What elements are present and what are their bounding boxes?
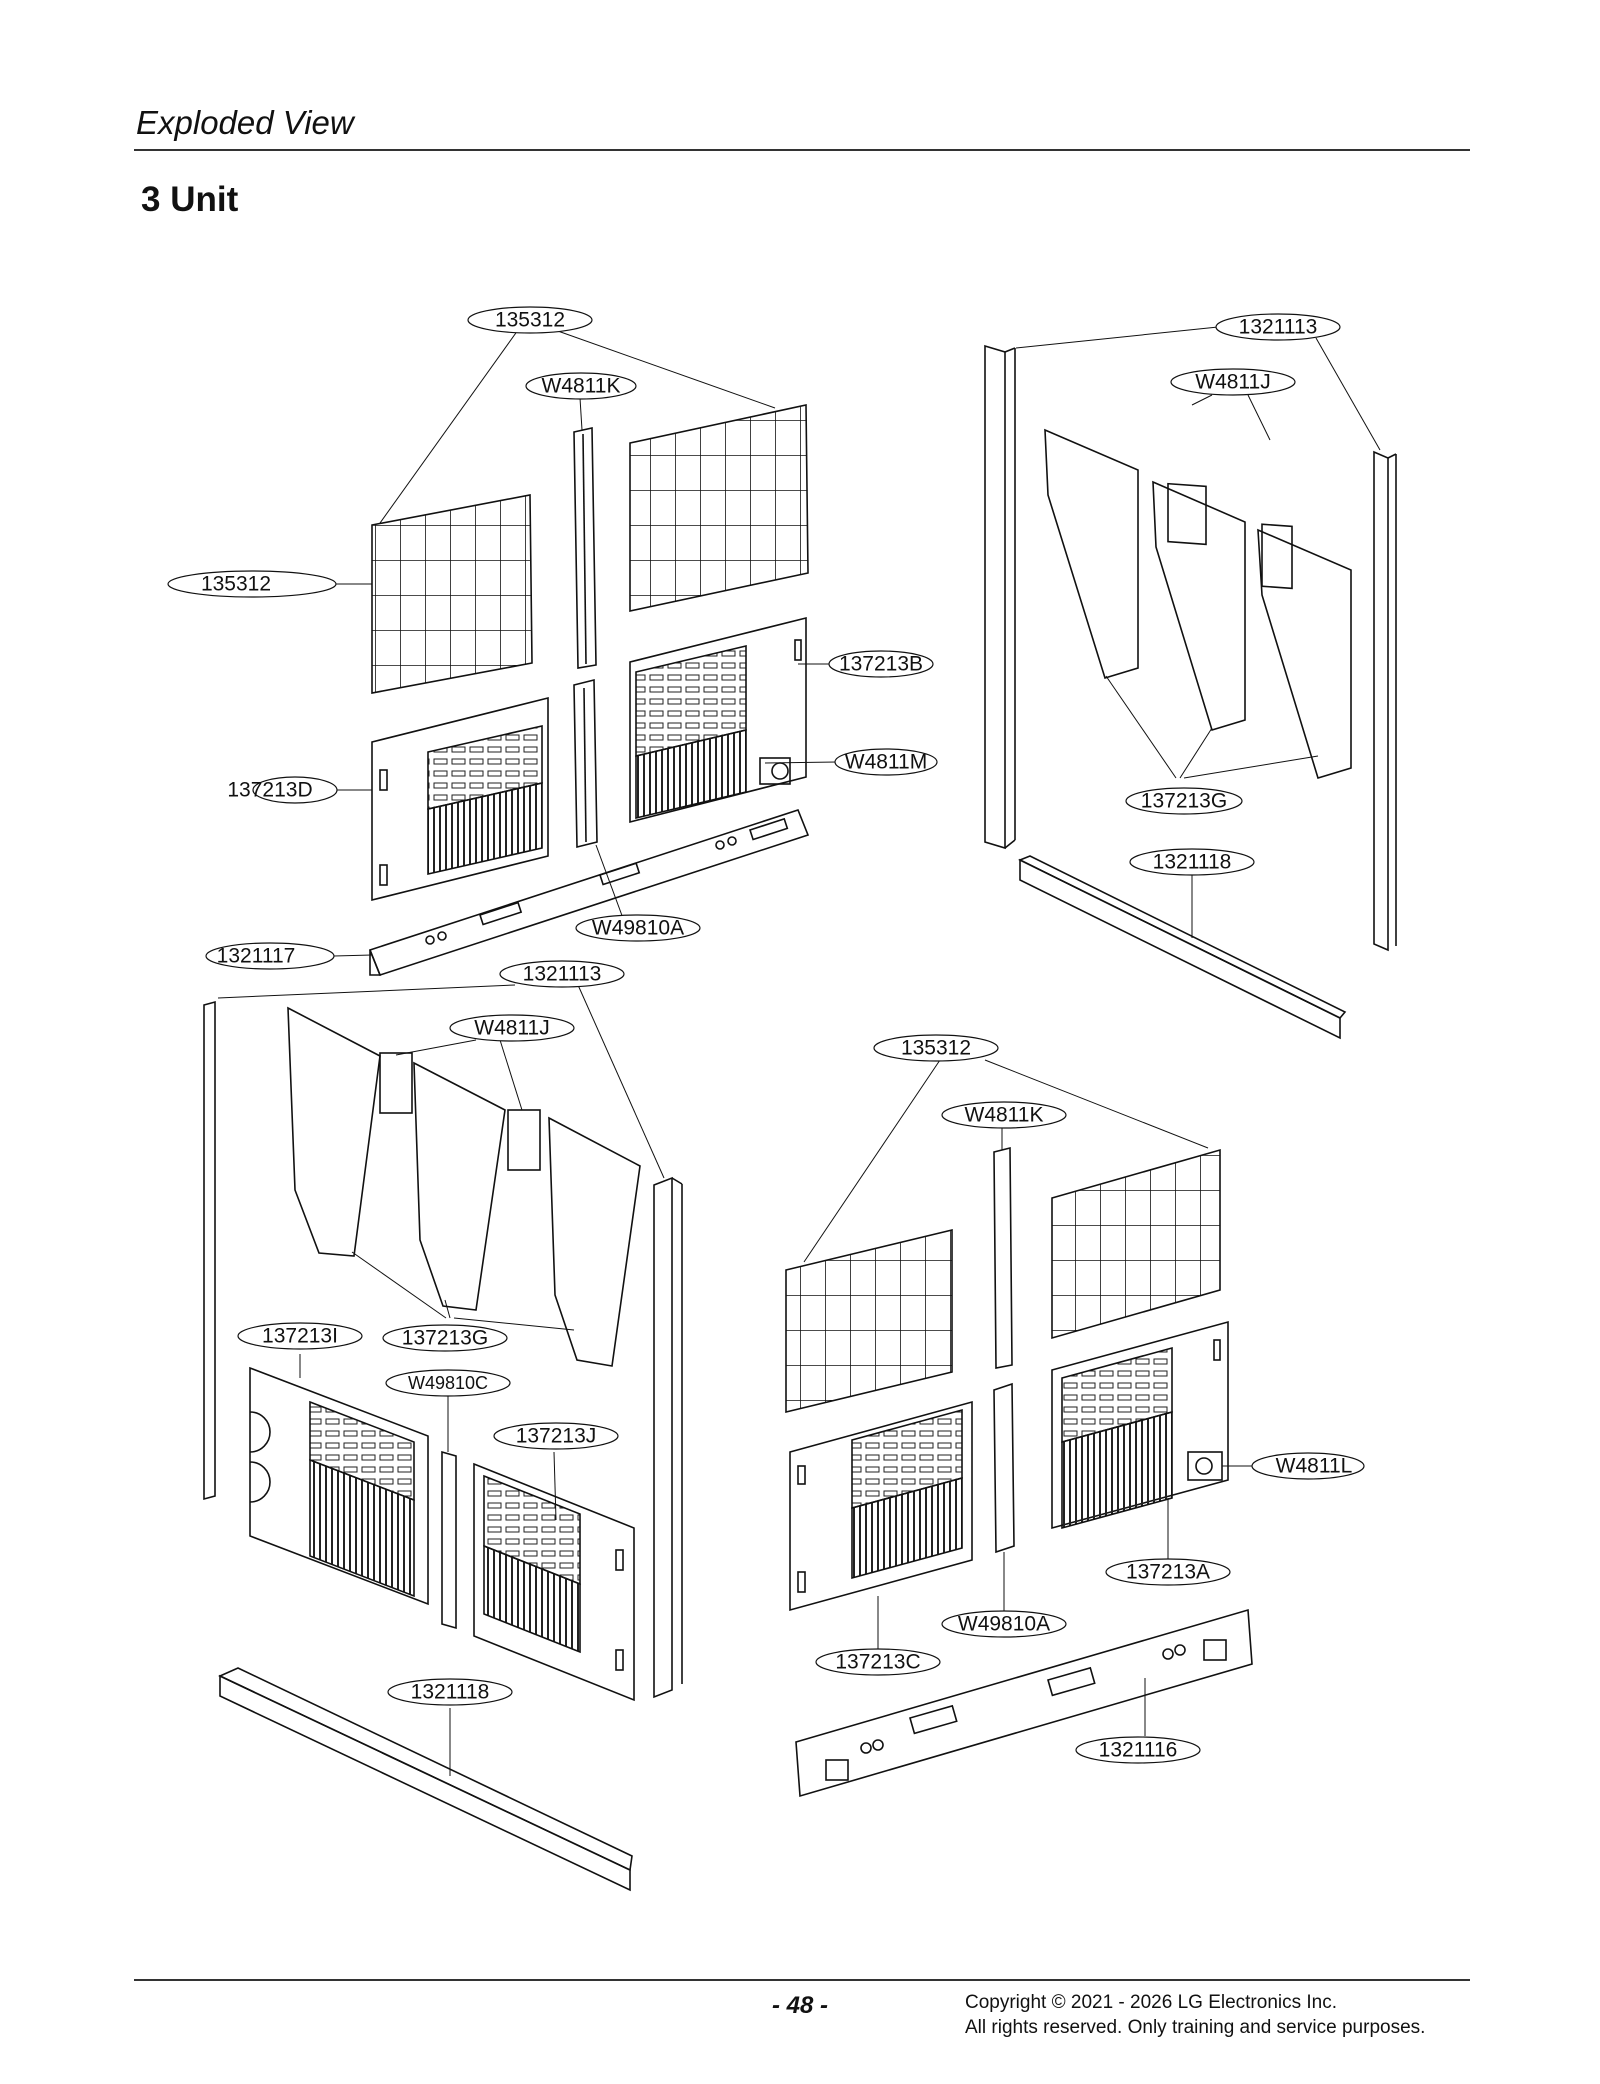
side-panel-137213J: [473, 1462, 635, 1702]
callout-label: W4811L: [1276, 1455, 1353, 1478]
connector-plate-2-b: [1261, 523, 1293, 590]
connector-plate-1-c: [379, 1052, 413, 1114]
corner-pillar-right-b: [1373, 450, 1397, 952]
bottom-rail-1321118-b: [1018, 855, 1347, 1040]
callout-label: 137213G: [1141, 790, 1227, 813]
grille-left-d: [785, 1228, 953, 1414]
callout-label: 135312: [495, 309, 565, 332]
callout-label: 135312: [201, 573, 271, 596]
callout-label: 137213D: [227, 779, 312, 802]
side-panel-137213B: [629, 616, 807, 824]
callout-label: 137213A: [1126, 1561, 1210, 1584]
side-panel-137213A: [1051, 1320, 1229, 1530]
corner-pillar-left-b: [984, 344, 1016, 850]
callout-label: 1321118: [1153, 851, 1232, 874]
divider-plate-W49810C: [441, 1450, 457, 1630]
corner-pillar-left-c: [203, 1000, 216, 1501]
bottom-rail-1321118-c: [218, 1667, 633, 1892]
baffle-1-c: [287, 1006, 381, 1257]
copyright-notice: Copyright © 2021 - 2026 LG Electronics I…: [965, 1990, 1425, 2040]
callout-label: 137213B: [839, 653, 923, 676]
grille-right-d: [1051, 1148, 1221, 1340]
stiffener-lower-a: [573, 678, 598, 849]
baffle-3-b: [1257, 528, 1352, 779]
corner-pillar-right-c: [653, 1176, 683, 1699]
callout-label: 137213G: [402, 1327, 488, 1350]
grille-left-a: [371, 494, 533, 694]
header-divider: [134, 149, 1470, 151]
base-rail-1321117: [368, 809, 810, 976]
callout-label: W4811M: [845, 751, 927, 774]
callout-label: W49810A: [958, 1613, 1050, 1636]
grille-right-a: [629, 404, 809, 612]
callout-label: W4811K: [965, 1104, 1044, 1127]
callout-label: W4811J: [1195, 371, 1270, 394]
side-panel-137213I: [249, 1366, 429, 1606]
callout-label: W49810C: [408, 1373, 488, 1393]
callout-label: W4811K: [542, 375, 621, 398]
callout-label: 135312: [901, 1037, 971, 1060]
callout-label: 137213C: [835, 1651, 920, 1674]
page-header-title: Exploded View: [136, 104, 354, 141]
callout-label: W4811J: [474, 1017, 549, 1040]
callout-label: 1321118: [411, 1681, 490, 1704]
page-number: - 48 -: [772, 1992, 829, 2019]
stiffener-upper-a: [573, 427, 597, 669]
callout-label: 1321117: [217, 945, 296, 968]
side-panel-137213D: [371, 696, 549, 902]
callout-label: 137213I: [262, 1325, 338, 1348]
base-rail-1321116: [795, 1608, 1253, 1798]
baffle-2-b: [1152, 480, 1246, 731]
callout-label: 1321113: [523, 963, 602, 986]
baffle-3-c: [548, 1116, 641, 1367]
leader-lines: [217, 326, 1381, 1776]
stiffener-lower-d: [993, 1382, 1015, 1554]
copyright-line-2: All rights reserved. Only training and s…: [965, 2017, 1426, 2038]
stiffener-upper-d: [993, 1146, 1013, 1369]
copyright-line-1: Copyright © 2021 - 2026 LG Electronics I…: [965, 1992, 1338, 2013]
callout-label: 137213J: [516, 1425, 597, 1448]
callout-label: 1321116: [1099, 1739, 1178, 1762]
side-panel-137213C: [789, 1400, 973, 1612]
baffle-2-c: [413, 1061, 506, 1311]
footer-divider: [134, 1979, 1470, 1981]
section-title: 3 Unit: [141, 180, 239, 219]
connector-plate-1-b: [1167, 482, 1207, 546]
callout-label: 1321113: [1239, 316, 1318, 339]
baffle-1-b: [1044, 428, 1139, 679]
callout-label: W49810A: [592, 917, 684, 940]
connector-plate-2-c: [507, 1109, 541, 1171]
